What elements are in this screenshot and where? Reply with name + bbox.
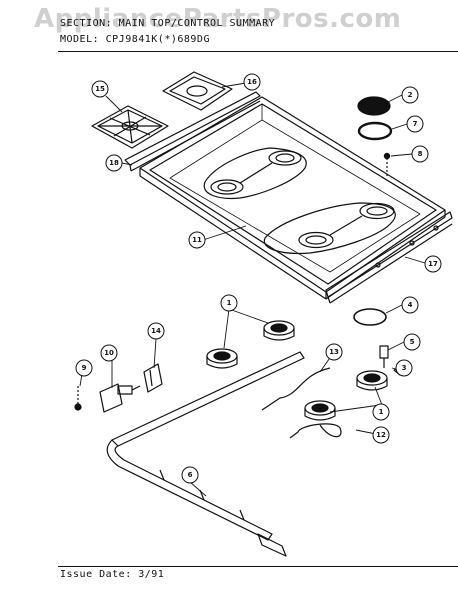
callout-label-14: 14 [151,327,161,335]
mounting-screw [383,152,391,178]
callout-label-17: 17 [428,260,438,268]
bottom-divider [58,566,458,567]
callout-17 [424,255,442,273]
section-title: SECTION: MAIN TOP/CONTROL SUMMARY [60,18,276,29]
callout-label-8: 8 [418,150,423,158]
callout-label-9: 9 [82,364,87,372]
callout-14 [147,322,165,340]
callout-5 [403,333,421,351]
burner-head-front-right [356,370,388,391]
callout-8 [411,145,429,163]
callout-label-7: 7 [413,120,418,128]
top-divider [58,51,458,52]
callout-12 [372,426,390,444]
callout-label-16: 16 [247,78,257,86]
callout-18 [105,154,123,172]
callout-label-15: 15 [95,85,105,93]
model-number: MODEL: CPJ9841K(*)689DG [60,34,210,45]
valve-bracket [143,363,163,393]
callout-13 [325,343,343,361]
callout-label-18: 18 [109,159,119,167]
watermark: AppliancePartsPros.com [34,4,402,34]
burner-grate [91,105,169,149]
rear-trim-strip [124,91,261,172]
callout-3 [395,359,413,377]
burner-head-rear-right [263,320,295,341]
callout-10 [100,344,118,362]
callout-15 [91,80,109,98]
callout-label-3: 3 [402,364,407,372]
callout-1a [220,294,238,312]
gasket-ring [357,121,393,141]
valve-screw [74,386,82,411]
igniter [379,345,389,368]
callout-label-11: 11 [192,236,202,244]
callout-label-2: 2 [408,91,413,99]
callout-label-10: 10 [104,349,114,357]
callout-9 [75,359,93,377]
callout-label-4: 4 [408,301,413,309]
cooktop-main-top [139,96,446,300]
callout-label-1b: 1 [379,408,384,416]
callout-label-12: 12 [376,431,386,439]
callout-4 [401,296,419,314]
callout-label-6: 6 [188,471,193,479]
burner-head-front-left [304,400,336,421]
callout-16 [243,73,261,91]
callout-6 [181,466,199,484]
burner-head-rear-left [206,348,238,369]
callout-label-1a: 1 [227,299,232,307]
issue-date: Issue Date: 3/91 [60,569,165,580]
gas-valve [99,383,141,413]
drip-pan [162,71,233,111]
callout-label-5: 5 [410,338,415,346]
gas-tube-front [289,423,342,439]
burner-cap [357,96,391,116]
front-control-trim [325,211,453,304]
callout-1b [372,403,390,421]
o-ring [353,308,387,326]
callout-label-13: 13 [329,348,339,356]
callout-2 [401,86,419,104]
callout-11 [188,231,206,249]
gas-manifold [106,351,305,557]
callout-7 [406,115,424,133]
